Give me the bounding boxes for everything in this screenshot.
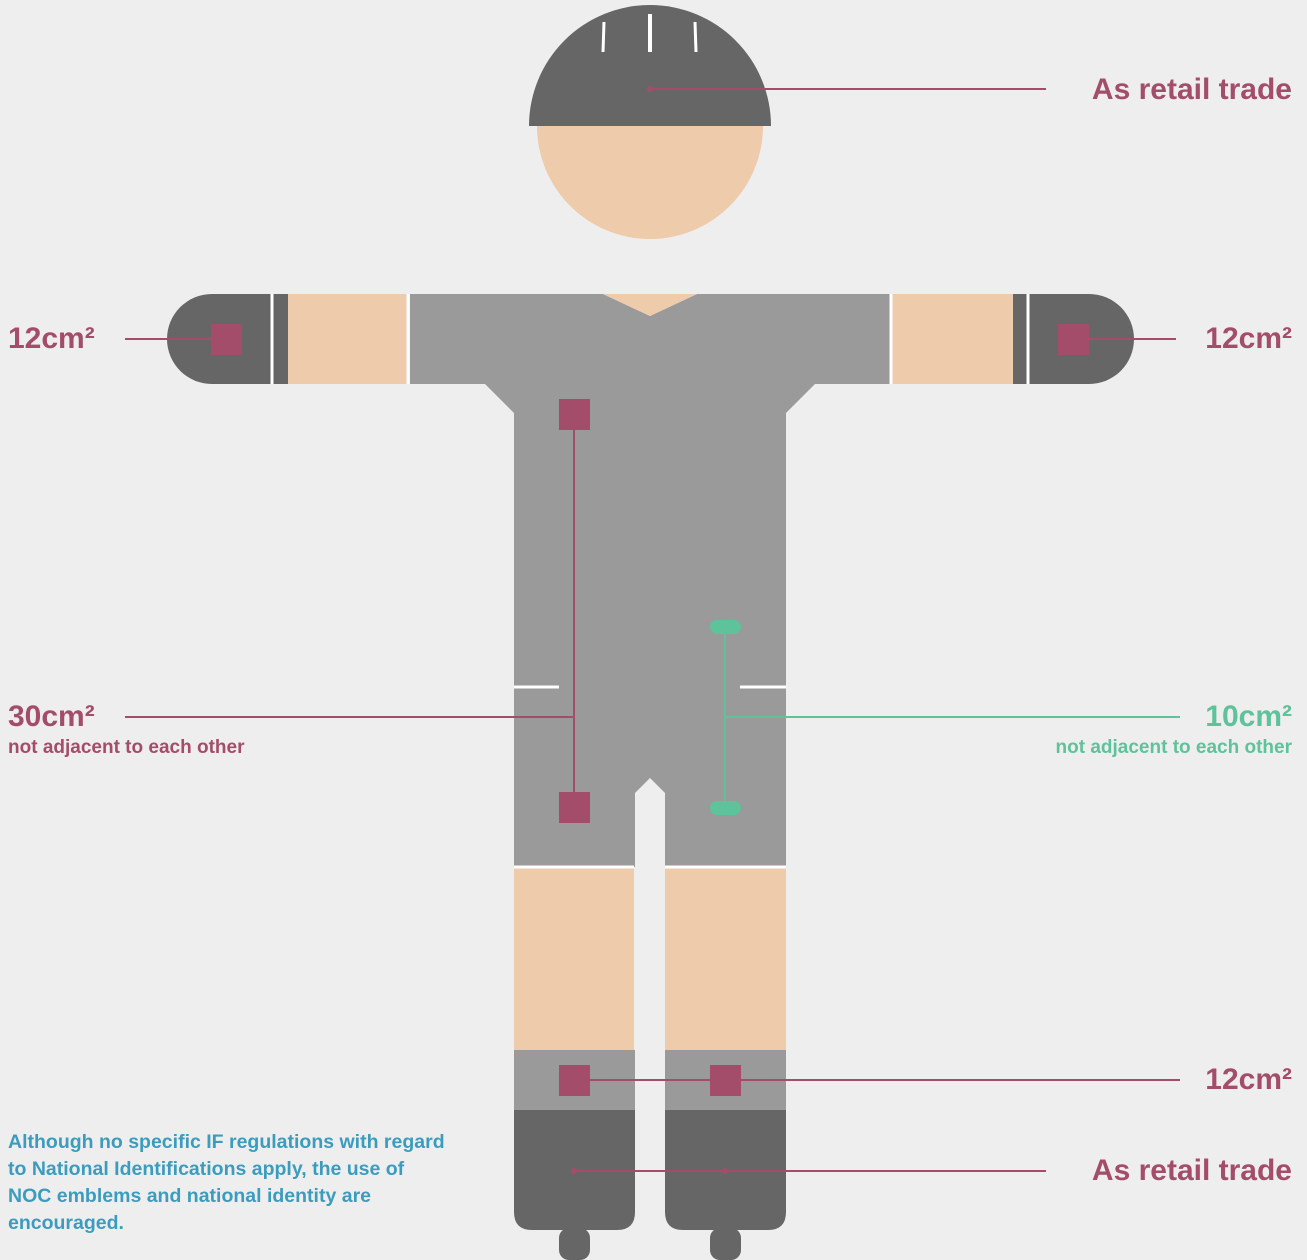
left-sleeve-label: 12cm²	[8, 324, 95, 354]
torso-left-note: not adjacent to each other	[8, 738, 244, 757]
torso-right-note: not adjacent to each other	[1056, 738, 1292, 757]
torso-right-top-marker	[710, 620, 741, 634]
head	[537, 126, 763, 239]
race-suit	[410, 294, 890, 867]
left-forearm	[288, 294, 408, 384]
right-sleeve-label: 12cm²	[1205, 324, 1292, 354]
right-sleeve-marker	[1058, 324, 1089, 355]
torso-right-bottom-marker	[710, 801, 741, 815]
right-forearm	[890, 294, 1015, 384]
leader-dot	[722, 1168, 728, 1174]
leader-dot	[571, 1168, 577, 1174]
right-sock-marker	[710, 1065, 741, 1096]
headgear-label: As retail trade	[1092, 75, 1292, 105]
torso-bottom-marker	[559, 792, 590, 823]
left-sleeve-marker	[211, 324, 242, 355]
socks-label: 12cm²	[1205, 1065, 1292, 1095]
torso-right-label: 10cm²	[1205, 702, 1292, 732]
torso-left-label: 30cm²	[8, 702, 95, 732]
footwear-label: As retail trade	[1092, 1156, 1292, 1186]
leader-dot	[647, 86, 653, 92]
left-blade	[559, 1228, 590, 1260]
regulation-note: Although no specific IF regulations with…	[8, 1129, 448, 1237]
left-sock-marker	[559, 1065, 590, 1096]
right-thigh	[665, 867, 786, 1052]
helmet-vent	[695, 22, 696, 52]
torso-top-marker	[559, 399, 590, 430]
left-thigh	[514, 867, 634, 1052]
right-blade	[710, 1228, 741, 1260]
helmet-vent	[603, 22, 604, 52]
